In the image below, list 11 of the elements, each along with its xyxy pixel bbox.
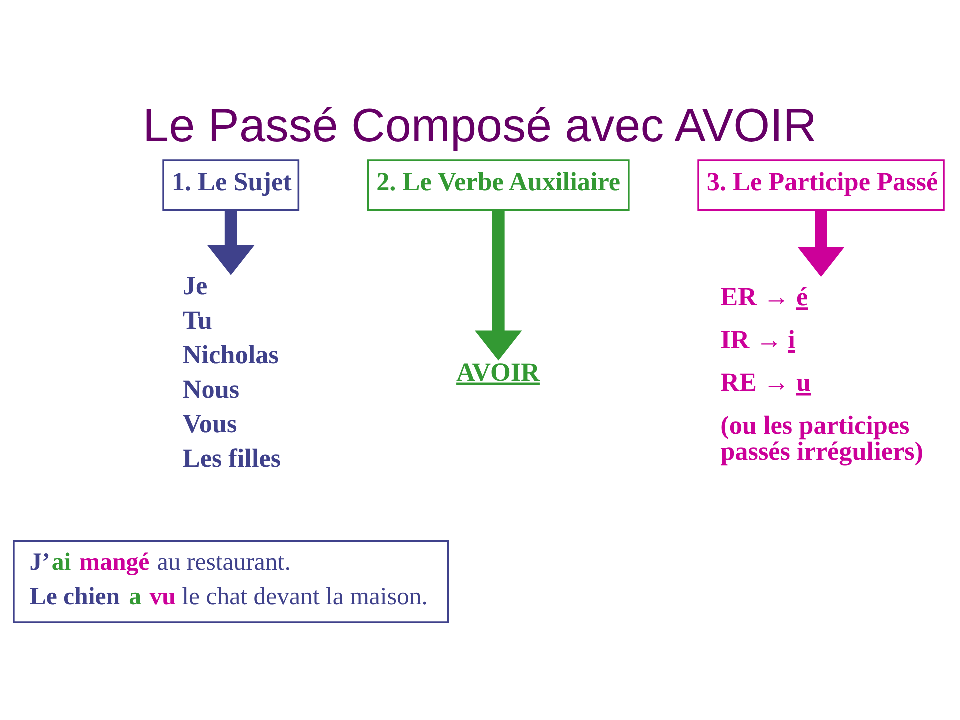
arrow bbox=[798, 210, 845, 277]
arrow bbox=[474, 210, 522, 360]
node-box: J’ai mangé au restaurant. Le chien a vu le chat devant la maison. bbox=[13, 540, 450, 623]
node-text: Je Tu Nicholas Nous Vous Les filles bbox=[182, 271, 282, 472]
node-text: ER → é IR → i RE → u (ou les participes passés irréguliers) bbox=[720, 282, 924, 466]
node-box: 2. Le Verbe Auxiliaire bbox=[367, 159, 630, 211]
node-box: 3. Le Participe Passé bbox=[698, 159, 945, 211]
arrow bbox=[207, 210, 255, 275]
diagram-title: Le Passé Composé avec AVOIR bbox=[143, 99, 817, 152]
node-box: 1. Le Sujet bbox=[162, 159, 300, 211]
node-text: AVOIR bbox=[456, 357, 540, 386]
